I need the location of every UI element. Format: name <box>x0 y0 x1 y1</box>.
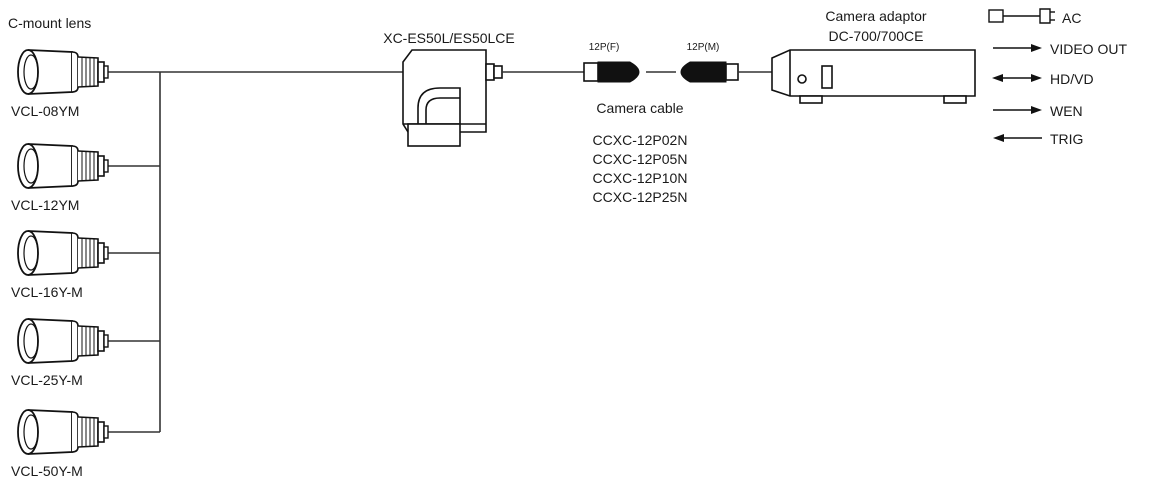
lens-icon <box>17 409 109 455</box>
cable-title: Camera cable <box>596 100 684 116</box>
signal-label-ac: AC <box>1062 10 1082 26</box>
cable-model-label: CCXC-12P10N <box>592 170 688 186</box>
arrow-left-icon <box>993 134 1042 142</box>
cable-model-label: CCXC-12P05N <box>592 151 688 167</box>
adaptor-title: Camera adaptor <box>825 8 927 24</box>
adaptor-model-label: DC-700/700CE <box>828 28 924 44</box>
lens-bus-wiring <box>105 71 403 433</box>
arrow-right-icon <box>993 106 1042 114</box>
camera-adaptor-icon <box>771 49 976 104</box>
connector-female-label: 12P(F) <box>588 42 620 53</box>
lens-icon <box>17 49 109 95</box>
lens-model-label: VCL-16Y-M <box>11 284 83 300</box>
lens-icon <box>17 230 109 276</box>
lens-model-label: VCL-25Y-M <box>11 372 83 388</box>
cable-model-list: CCXC-12P02N CCXC-12P05N CCXC-12P10N CCXC… <box>593 131 688 207</box>
connector-male-label: 12P(M) <box>686 42 720 53</box>
lens-model-label: VCL-12YM <box>11 197 80 213</box>
cable-model-label: CCXC-12P02N <box>592 132 688 148</box>
signal-label-hd-vd: HD/VD <box>1050 71 1094 87</box>
lens-icon <box>17 143 109 189</box>
arrow-right-icon <box>993 44 1042 52</box>
arrow-both-icon <box>992 74 1042 82</box>
signal-label-video-out: VIDEO OUT <box>1050 41 1128 57</box>
camera-model-label: XC-ES50L/ES50LCE <box>383 30 515 46</box>
lens-group-label: C-mount lens <box>8 15 92 31</box>
camera-body-icon <box>402 49 503 147</box>
camera-cable <box>502 61 772 83</box>
ac-plug-icon <box>988 8 1055 24</box>
lens-model-label: VCL-50Y-M <box>11 463 83 479</box>
signal-label-wen: WEN <box>1050 103 1083 119</box>
lens-icon <box>17 318 109 364</box>
lens-model-label: VCL-08YM <box>11 103 80 119</box>
signal-label-trig: TRIG <box>1050 131 1084 147</box>
cable-model-label: CCXC-12P25N <box>592 189 688 205</box>
